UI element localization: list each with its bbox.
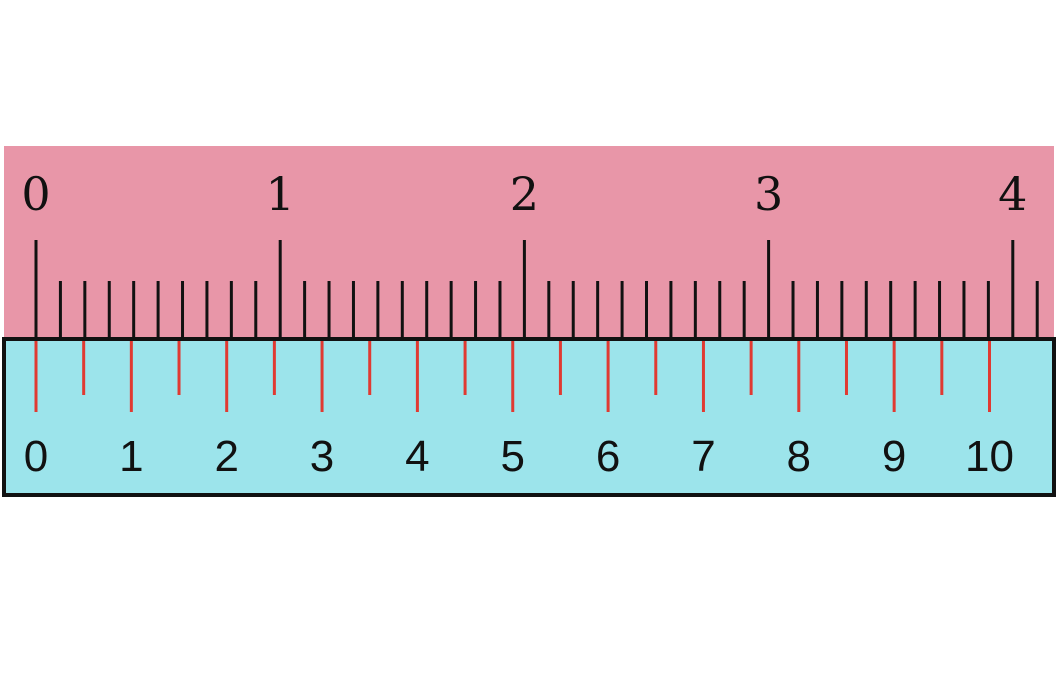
cm-label: 4 — [405, 432, 429, 481]
cm-label: 0 — [24, 432, 48, 481]
inch-ticks-group — [34, 240, 1039, 339]
cm-label: 5 — [501, 432, 525, 481]
inch-label: 3 — [754, 167, 783, 221]
inch-labels-group: 0 1 2 3 4 — [21, 167, 1027, 221]
inch-scale-band — [4, 146, 1054, 339]
cm-label: 8 — [787, 432, 811, 481]
cm-label: 6 — [596, 432, 620, 481]
cm-labels-group: 0 1 2 3 4 5 6 7 8 9 10 — [24, 432, 1014, 481]
inch-label: 2 — [510, 167, 539, 221]
cm-label: 10 — [965, 432, 1014, 481]
cm-label: 7 — [691, 432, 715, 481]
cm-label: 9 — [882, 432, 906, 481]
cm-label: 3 — [310, 432, 334, 481]
cm-ticks-group — [34, 341, 991, 412]
cm-label: 1 — [119, 432, 143, 481]
inch-label: 0 — [21, 167, 50, 221]
inch-label: 1 — [266, 167, 295, 221]
inch-label: 4 — [998, 167, 1027, 221]
cm-label: 2 — [214, 432, 238, 481]
